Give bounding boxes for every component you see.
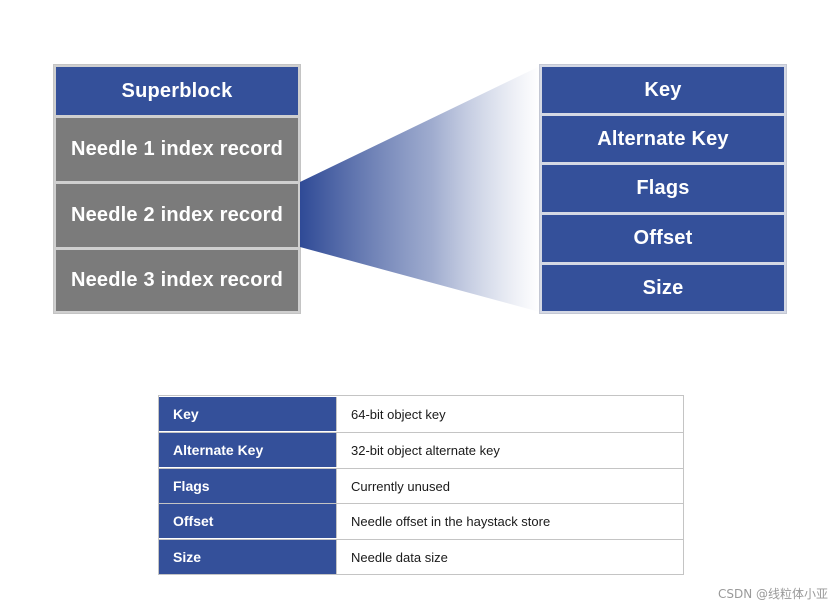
needle-1-index-record-label: Needle 1 index record <box>70 138 284 160</box>
table-row: Alternate Key 32-bit object alternate ke… <box>159 433 683 467</box>
table-field-cell: Alternate Key <box>159 433 336 467</box>
needle-field-stack: Key Alternate Key Flags Offset Size <box>539 64 787 314</box>
table-divider <box>159 539 683 540</box>
needle-2-index-record-label: Needle 2 index record <box>70 204 284 226</box>
field-description-table: Key 64-bit object key Alternate Key 32-b… <box>158 395 684 575</box>
table-field-cell: Offset <box>159 504 336 538</box>
table-divider <box>159 468 683 469</box>
table-field-cell: Flags <box>159 469 336 503</box>
table-row: Size Needle data size <box>159 540 683 574</box>
field-label-offset: Offset <box>633 227 693 249</box>
table-row: Flags Currently unused <box>159 469 683 503</box>
table-divider <box>159 432 683 433</box>
watermark: CSDN @线粒体小亚 <box>717 587 828 601</box>
needle-3-index-record-cell: Needle 3 index record <box>56 250 298 311</box>
needle-2-index-record-cell: Needle 2 index record <box>56 184 298 247</box>
table-field-cell: Size <box>159 540 336 574</box>
table-description-cell: Needle offset in the haystack store <box>336 504 683 538</box>
funnel-shape <box>300 66 540 312</box>
field-cell-size: Size <box>542 265 784 311</box>
table-divider <box>159 503 683 504</box>
superblock-label: Superblock <box>121 79 233 102</box>
table-row: Key 64-bit object key <box>159 397 683 431</box>
field-label-flags: Flags <box>636 177 690 199</box>
field-label-alternate-key: Alternate Key <box>597 127 729 150</box>
table-description-cell: Needle data size <box>336 540 683 574</box>
superblock-cell: Superblock <box>56 67 298 115</box>
table-row: Offset Needle offset in the haystack sto… <box>159 504 683 538</box>
index-record-stack: Superblock Needle 1 index record Needle … <box>53 64 301 314</box>
table-field-cell: Key <box>159 397 336 431</box>
needle-3-index-record-label: Needle 3 index record <box>70 269 284 291</box>
expansion-funnel <box>300 66 540 312</box>
field-label-size: Size <box>642 276 684 299</box>
table-description-cell: Currently unused <box>336 469 683 503</box>
field-cell-flags: Flags <box>542 165 784 212</box>
field-cell-alternate-key: Alternate Key <box>542 116 784 162</box>
field-label-key: Key <box>644 78 682 101</box>
table-description-cell: 64-bit object key <box>336 397 683 431</box>
needle-1-index-record-cell: Needle 1 index record <box>56 118 298 181</box>
field-cell-offset: Offset <box>542 215 784 262</box>
table-description-cell: 32-bit object alternate key <box>336 433 683 467</box>
field-cell-key: Key <box>542 67 784 113</box>
